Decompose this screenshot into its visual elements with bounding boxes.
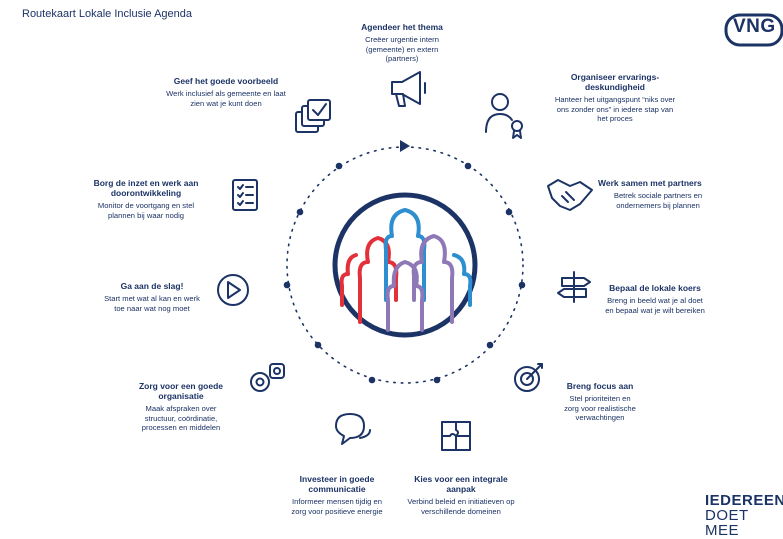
step-title: Borg de inzet en werk aan doorontwikkeli… (93, 178, 199, 198)
handshake-icon (547, 179, 593, 211)
step-borg-de-inzet: Borg de inzet en werk aan doorontwikkeli… (80, 178, 212, 220)
speech-bubbles-icon (335, 413, 371, 445)
cycle-markers (283, 140, 526, 384)
cycle-dot (368, 376, 376, 384)
step-description: Werk inclusief als gemeente en laat zien… (166, 89, 286, 108)
step-ga-aan-de-slag: Ga aan de slag! Start met wat al kan en … (100, 281, 204, 313)
step-title: Zorg voor een goede organisatie (138, 381, 224, 401)
cycle-dot (314, 341, 322, 349)
person-outline (357, 236, 399, 324)
step-title: Geef het goede voorbeeld (173, 76, 279, 86)
cycle-dot (283, 281, 291, 289)
person-outline (339, 253, 358, 307)
step-title: Werk samen met partners (598, 178, 702, 188)
step-organiseer-ervaringsdeskundigheid: Organiseer ervarings-deskundigheid Hante… (543, 72, 688, 124)
person-award-icon (485, 93, 523, 139)
cycle-dot (433, 376, 441, 384)
step-description: Breng in beeld wat je al doet en bepaal … (605, 296, 705, 315)
person-outline (452, 253, 473, 307)
person-outline (411, 234, 455, 324)
cycle-dot (464, 162, 472, 170)
step-title: Breng focus aan (566, 381, 634, 391)
tagline-line-2: DOET MEE (705, 507, 749, 539)
person-outline (383, 208, 427, 302)
step-description: Monitor de voortgang en stel plannen bij… (97, 201, 195, 220)
step-geef-het-goede-voorbeeld: Geef het goede voorbeeld Werk inclusief … (160, 76, 292, 108)
step-title: Kies voor een integrale aanpak (414, 474, 508, 494)
cycle-dot (505, 208, 513, 216)
step-werk-samen-met-partners: Werk samen met partners Betrek sociale p… (598, 178, 718, 210)
tagline: IEDEREEN DOET MEE (705, 493, 783, 538)
checklist-icon (232, 179, 258, 211)
step-description: Creëer urgentie intern (gemeente) en ext… (365, 35, 439, 63)
cycle-dot (296, 208, 304, 216)
step-description: Betrek sociale partners en ondernemers b… (613, 191, 703, 210)
gears-icon (250, 363, 285, 392)
person-outline (385, 260, 425, 332)
step-investeer-in-goede-communicatie: Investeer in goede communicatie Informee… (287, 474, 387, 516)
vng-logo (724, 13, 783, 47)
tagline-line-1: IEDEREEN (705, 492, 783, 509)
puzzle-icon (441, 421, 471, 451)
step-description: Verbind beleid en initiatieven op versch… (407, 497, 515, 516)
step-description: Hanteer het uitgangspunt “niks over ons … (554, 95, 676, 123)
target-icon (514, 363, 543, 392)
step-title: Organiseer ervarings-deskundigheid (570, 72, 660, 92)
cycle-dot (335, 162, 343, 170)
step-kies-voor-een-integrale-aanpak: Kies voor een integrale aanpak Verbind b… (406, 474, 516, 516)
step-title: Ga aan de slag! (120, 281, 184, 291)
checked-cards-icon (295, 99, 331, 133)
step-title: Agendeer het thema (361, 22, 443, 32)
step-description: Stel prioriteiten en zorg voor realistis… (564, 394, 636, 422)
step-title: Bepaal de lokale koers (609, 283, 701, 293)
step-description: Informeer mensen tijdig en zorg voor pos… (291, 497, 383, 516)
logo-text: VNG (733, 16, 776, 37)
megaphone-icon (391, 71, 426, 107)
step-agendeer-het-thema: Agendeer het thema Creëer urgentie inter… (327, 22, 477, 64)
direction-arrow-icon (400, 140, 410, 152)
step-description: Start met wat al kan en werk toe naar wa… (104, 294, 200, 313)
page-title: Routekaart Lokale Inclusie Agenda (22, 8, 193, 20)
step-title: Investeer in goede communicatie (299, 474, 375, 494)
cycle-dot (486, 341, 494, 349)
step-description: Maak afspraken over structuur, coördinat… (141, 404, 221, 432)
step-zorg-voor-een-goede-organisatie: Zorg voor een goede organisatie Maak afs… (122, 381, 240, 433)
cycle-dot (518, 281, 526, 289)
step-bepaal-de-lokale-koers: Bepaal de lokale koers Breng in beeld wa… (605, 283, 705, 315)
play-icon (217, 274, 249, 306)
dotted-cycle-ring (286, 146, 524, 384)
people-group-emblem (332, 192, 478, 338)
step-breng-focus-aan: Breng focus aan Stel prioriteiten en zor… (550, 381, 650, 423)
signpost-icon (557, 271, 591, 303)
